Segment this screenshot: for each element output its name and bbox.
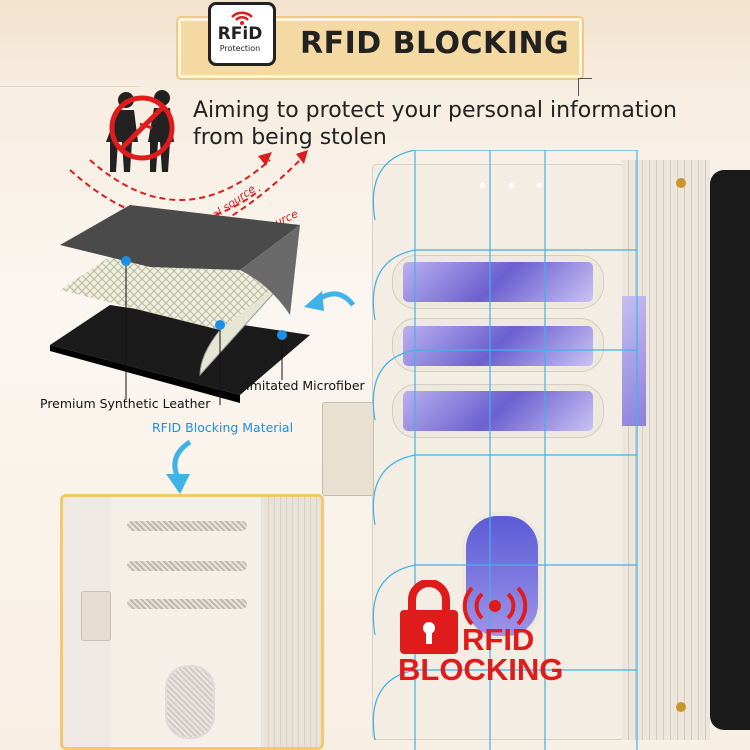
no-thief-icon — [106, 90, 175, 172]
wallet-clasp — [322, 402, 374, 496]
inset-window — [165, 665, 215, 739]
rfid-signal-icon — [462, 586, 528, 626]
rfid-protection-badge — [208, 2, 276, 66]
stitch-dot — [509, 183, 514, 188]
header-divider — [0, 86, 140, 87]
badge-label: RFiD — [217, 24, 263, 44]
strap-ring-icon — [676, 178, 686, 188]
rfid-material-label: RFID Blocking Material — [152, 420, 294, 435]
badge-sublabel: Protection — [219, 44, 261, 53]
rfid-blocking-line2: BLOCKING — [398, 652, 564, 687]
inset-clasp — [81, 591, 111, 641]
inset-spine — [263, 497, 321, 747]
rfid-blocking-line1: RFID — [462, 622, 535, 657]
material-layers — [50, 205, 310, 405]
card — [403, 262, 593, 302]
leather-label: Premium Synthetic Leather — [40, 396, 211, 411]
tagline-line1: Aiming to protect your personal informat… — [193, 98, 677, 123]
inset-card-slot — [127, 521, 247, 531]
header-divider — [578, 78, 579, 96]
arrow-left-icon — [304, 291, 355, 311]
page-title: RFID BLOCKING — [300, 26, 570, 61]
strap-ring-icon — [676, 702, 686, 712]
tagline-line2: from being stolen — [193, 125, 387, 150]
arrow-down-icon — [166, 440, 192, 494]
lock-icon — [400, 580, 458, 654]
stitch-dot — [537, 183, 542, 188]
microfiber-label: Imitated Microfiber — [246, 378, 365, 393]
id-window — [462, 512, 542, 640]
inset-card-slot — [127, 561, 247, 571]
card — [403, 391, 593, 431]
inset-detail-frame — [60, 494, 324, 750]
wifi-signal-icon — [231, 11, 253, 25]
stitch-dot — [480, 183, 485, 188]
phone-edge — [710, 170, 750, 730]
side-card — [622, 296, 646, 426]
inset-card-slot — [127, 599, 247, 609]
header-divider — [578, 78, 592, 79]
card — [403, 326, 593, 366]
